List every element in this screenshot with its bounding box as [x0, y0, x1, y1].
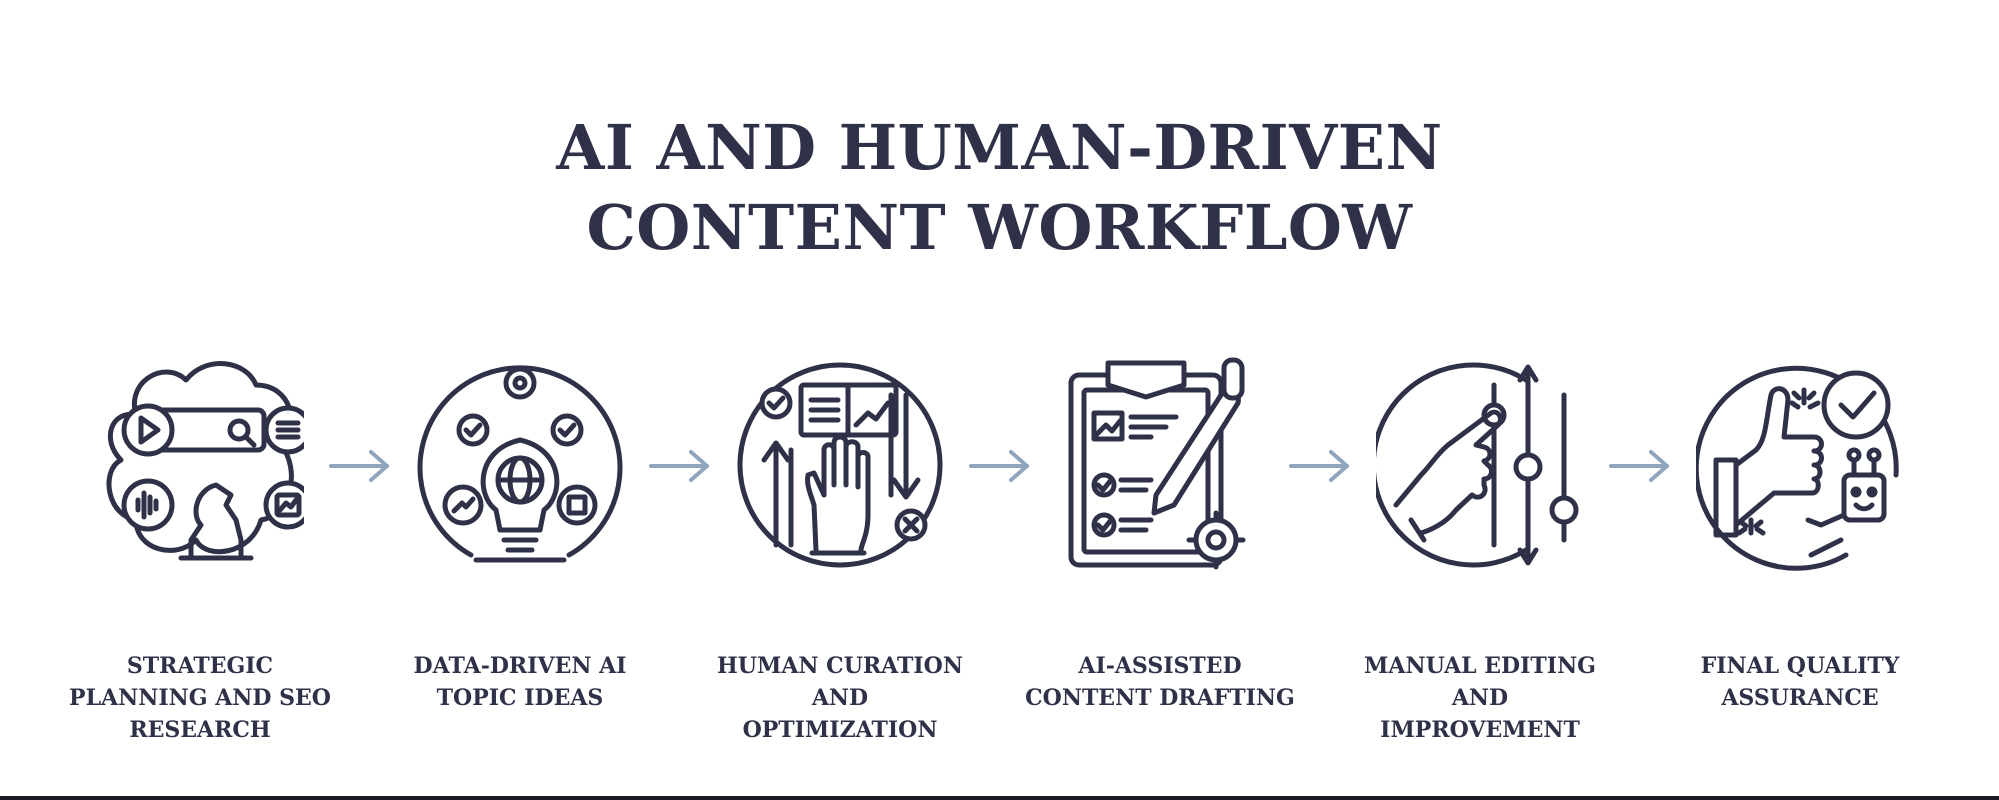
arrow-right-icon	[329, 450, 389, 482]
curation-hand-icon	[737, 362, 943, 568]
arrow-right-icon	[649, 450, 709, 482]
arrow-right-icon	[969, 450, 1029, 482]
step-ai-drafting	[1040, 355, 1280, 575]
step-ai-topic-ideas	[400, 355, 640, 575]
title-line-2: CONTENT WORKFLOW	[586, 191, 1413, 264]
step-label: MANUAL EDITING AND IMPROVEMENT	[1364, 653, 1596, 743]
step-label: FINAL QUALITY ASSURANCE	[1700, 653, 1900, 711]
title-line-1: AI AND HUMAN-DRIVEN	[556, 111, 1443, 184]
arrow-right-icon	[1609, 450, 1669, 482]
step-strategic-planning	[80, 355, 320, 575]
step-manual-editing	[1360, 355, 1600, 575]
thumbs-up-robot-icon	[1696, 365, 1899, 571]
strategy-brain-icon	[106, 361, 304, 561]
step-label: HUMAN CURATION AND OPTIMIZATION	[717, 653, 963, 743]
bottom-border	[0, 796, 1999, 800]
arrow-right-icon	[1289, 450, 1349, 482]
sliders-hand-icon	[1376, 362, 1579, 568]
step-human-curation	[720, 355, 960, 575]
ai-lightbulb-icon	[417, 365, 623, 563]
diagram-title: AI AND HUMAN-DRIVEN CONTENT WORKFLOW	[0, 108, 1999, 268]
clipboard-pen-icon	[1068, 357, 1246, 570]
step-label: AI-ASSISTED CONTENT DRAFTING	[1025, 653, 1295, 711]
step-label: STRATEGIC PLANNING AND SEO RESEARCH	[69, 653, 331, 743]
step-quality-assurance	[1680, 355, 1920, 575]
step-label: DATA-DRIVEN AI TOPIC IDEAS	[413, 653, 627, 711]
